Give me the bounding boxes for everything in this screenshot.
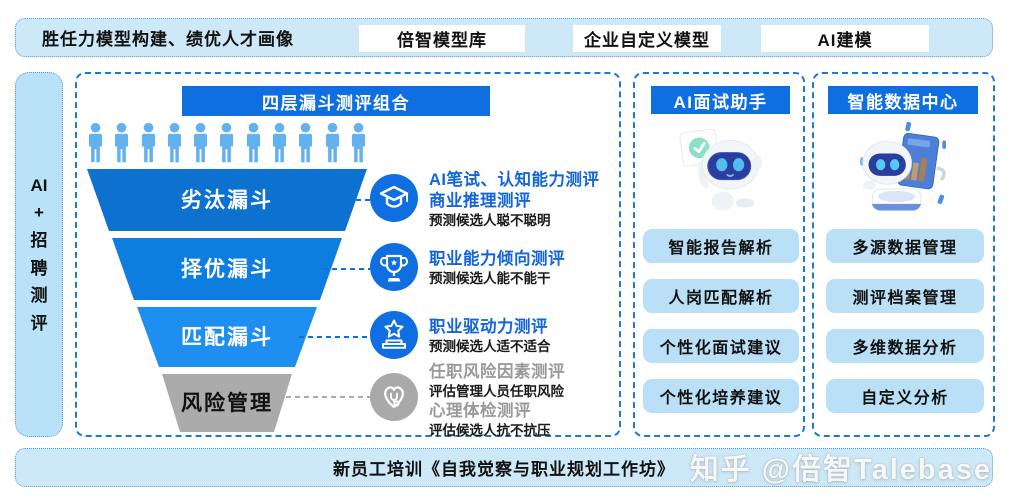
feature-button: 人岗匹配解析 (643, 279, 799, 313)
item-title: 商业推理测评 (429, 192, 531, 210)
trophy-icon (370, 243, 418, 291)
feature-button: 多源数据管理 (826, 229, 984, 263)
item-title: 任职风险因素测评 (429, 363, 565, 381)
item-title: 职业驱动力测评 (429, 318, 548, 336)
person-icon (243, 120, 264, 166)
funnel-layer-shape (137, 307, 317, 367)
person-icon (111, 120, 132, 166)
funnel-item-text: 职业能力倾向测评 预测候选人能不能干 (429, 249, 565, 288)
graduation-cap-icon (370, 174, 418, 222)
person-icon (85, 120, 106, 166)
feature-button: 多维数据分析 (826, 329, 984, 363)
person-icon (138, 120, 159, 166)
person-icon (269, 120, 290, 166)
top-bar: 胜任力模型构建、绩优人才画像 倍智模型库 企业自定义模型 AI建模 (15, 18, 993, 57)
heart-stethoscope-icon (370, 373, 418, 421)
top-bar-label: 胜任力模型构建、绩优人才画像 (42, 30, 294, 49)
item-desc: 预测候选人适不适合 (429, 339, 551, 354)
item-title: AI笔试、认知能力测评 (429, 171, 600, 189)
funnel-item-text: 任职风险因素测评 评估管理人员任职风险 心理体检测评 评估候选人抗不抗压 (429, 362, 565, 440)
funnel-layer-label: 匹配漏斗 (181, 325, 273, 349)
feature-button: 个性化培养建议 (643, 379, 799, 413)
person-icon (216, 120, 237, 166)
item-desc: 预测候选人能不能干 (429, 271, 551, 286)
data-center-header: 智能数据中心 (828, 86, 978, 114)
funnel-item-text: 职业驱动力测评 预测候选人适不适合 (429, 317, 551, 356)
funnel-layer-shape (112, 238, 342, 300)
custom-model-box: 企业自定义模型 (573, 25, 721, 52)
model-library-box: 倍智模型库 (359, 25, 525, 52)
person-icon (190, 120, 211, 166)
funnel-layer-shape (87, 169, 367, 231)
person-icon (295, 120, 316, 166)
watermark: 知乎 @倍智Talebase (689, 454, 992, 486)
item-desc: 评估候选人抗不抗压 (429, 423, 551, 438)
funnel-layer-label: 劣汰漏斗 (181, 188, 273, 212)
item-title: 心理体检测评 (429, 402, 531, 420)
ai-modeling-box: AI建模 (761, 25, 929, 52)
person-icon (164, 120, 185, 166)
feature-button: 测评档案管理 (826, 279, 984, 313)
funnel-item-text: AI笔试、认知能力测评 商业推理测评 预测候选人聪不聪明 (429, 170, 600, 230)
funnel-layer-shape (162, 374, 292, 432)
funnel-layer-label: 风险管理 (181, 391, 273, 415)
item-title: 职业能力倾向测评 (429, 250, 565, 268)
funnel-layer-label: 择优漏斗 (181, 257, 273, 281)
robot-data-mascot-icon (848, 116, 960, 224)
feature-button: 自定义分析 (826, 379, 984, 413)
person-icon (322, 120, 343, 166)
ai-interview-panel: AI面试助手 智能报告解析 人岗匹配解析 个性化面试建议 (633, 72, 805, 437)
person-icon (348, 120, 369, 166)
feature-button: 智能报告解析 (643, 229, 799, 263)
star-podium-icon (370, 311, 418, 359)
ai-interview-header: AI面试助手 (651, 86, 790, 114)
funnel-panel: 四层漏斗测评组合 劣汰漏斗 择优漏斗 匹配漏斗 风险管理 (75, 72, 621, 440)
sidebar-ai-recruit-label: AI + 招 聘 测 评 (15, 72, 63, 437)
bottom-bar: 新员工培训《自我觉察与职业规划工作坊》 (15, 448, 993, 487)
funnel-title: 四层漏斗测评组合 (182, 86, 490, 116)
data-center-panel: 智能数据中心 (812, 72, 995, 437)
item-desc: 评估管理人员任职风险 (429, 384, 564, 399)
robot-interview-mascot-icon (663, 116, 775, 224)
people-row (85, 120, 369, 166)
item-desc: 预测候选人聪不聪明 (429, 213, 551, 228)
feature-button: 个性化面试建议 (643, 329, 799, 363)
